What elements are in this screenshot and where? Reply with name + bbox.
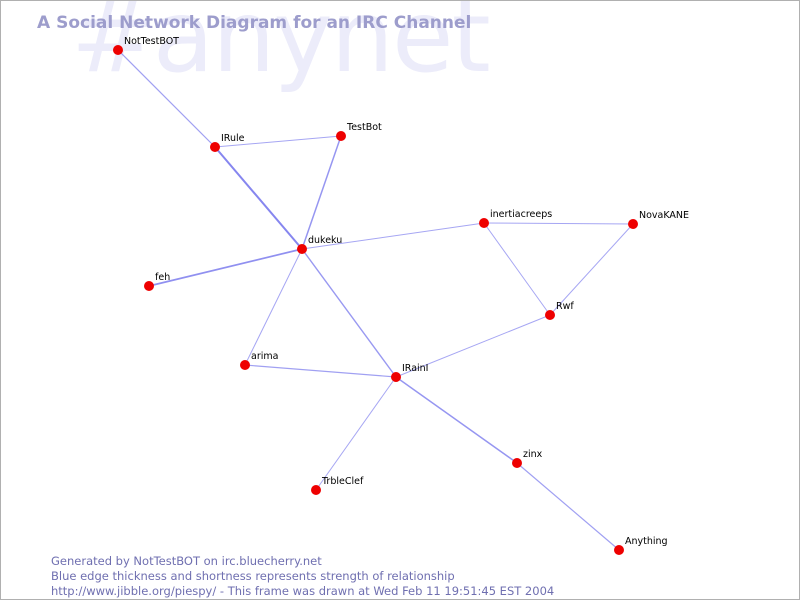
node-TestBot: TestBot	[336, 122, 382, 141]
footer-generated-by: Generated by NotTestBOT on irc.bluecherr…	[51, 554, 322, 568]
node-dot	[144, 281, 154, 291]
node-label: Anything	[625, 536, 668, 547]
edge-dukeku-arima	[244, 248, 303, 366]
node-dot	[391, 372, 401, 382]
node-label: Rwf	[556, 301, 574, 312]
node-dot	[311, 485, 321, 495]
footer: Generated by NotTestBOT on irc.bluecherr…	[51, 554, 554, 599]
edge-Rwf-IRainI	[395, 314, 551, 378]
node-NotTestBOT: NotTestBOT	[113, 36, 179, 55]
node-feh: feh	[144, 272, 170, 291]
node-dot	[210, 142, 220, 152]
edge-NovaKANE-Rwf	[549, 223, 634, 316]
page-title: A Social Network Diagram for an IRC Chan…	[37, 13, 472, 33]
node-dot	[545, 310, 555, 320]
footer-legend-note: Blue edge thickness and shortness repres…	[51, 569, 455, 583]
node-dot	[297, 244, 307, 254]
node-label: feh	[155, 272, 170, 283]
node-label: arima	[251, 351, 278, 362]
edge-zinx-Anything	[516, 462, 620, 551]
nodes-layer: NotTestBOT IRule TestBot dukeku inertiacreep…	[113, 36, 689, 555]
edge-dukeku-inertiacreeps	[301, 222, 485, 250]
node-NovaKANE: NovaKANE	[628, 210, 689, 229]
node-label: IRule	[221, 133, 245, 144]
node-dot	[628, 219, 638, 229]
edge-IRule-dukeku	[214, 146, 303, 250]
node-dot	[240, 360, 250, 370]
edge-inertiacreeps-NovaKANE	[483, 222, 634, 225]
node-Rwf: Rwf	[545, 301, 574, 320]
footer-source-timestamp: http://www.jibble.org/piespy/ - This fra…	[51, 584, 555, 598]
node-Anything: Anything	[614, 536, 668, 555]
node-label: TestBot	[346, 122, 382, 133]
edge-arima-IRainI	[244, 364, 397, 378]
node-dot	[113, 45, 123, 55]
node-label: inertiacreeps	[490, 209, 552, 220]
node-label: NotTestBOT	[124, 36, 179, 47]
node-arima: arima	[240, 351, 278, 370]
node-label: TrbleClef	[321, 476, 364, 487]
edge-inertiacreeps-Rwf	[483, 222, 551, 316]
edge-dukeku-IRainI	[301, 248, 397, 378]
node-dukeku: dukeku	[297, 235, 342, 254]
node-dot	[512, 458, 522, 468]
node-dot	[479, 218, 489, 228]
edge-IRainI-zinx	[395, 376, 518, 464]
node-IRainI: IRainI	[391, 363, 428, 382]
edge-IRule-TestBot	[214, 135, 342, 148]
node-TrbleClef: TrbleClef	[311, 476, 364, 495]
edge-TestBot-dukeku	[301, 135, 342, 250]
node-zinx: zinx	[512, 449, 543, 468]
edge-NotTestBOT-IRule	[117, 49, 216, 148]
node-label: NovaKANE	[639, 210, 689, 221]
edges-layer	[117, 49, 634, 551]
node-IRule: IRule	[210, 133, 245, 152]
node-inertiacreeps: inertiacreeps	[479, 209, 552, 228]
node-label: IRainI	[402, 363, 428, 374]
node-label: dukeku	[308, 235, 342, 246]
edge-dukeku-feh	[148, 248, 303, 287]
node-label: zinx	[523, 449, 543, 460]
node-dot	[336, 131, 346, 141]
node-dot	[614, 545, 624, 555]
edge-IRainI-TrbleClef	[315, 376, 397, 491]
